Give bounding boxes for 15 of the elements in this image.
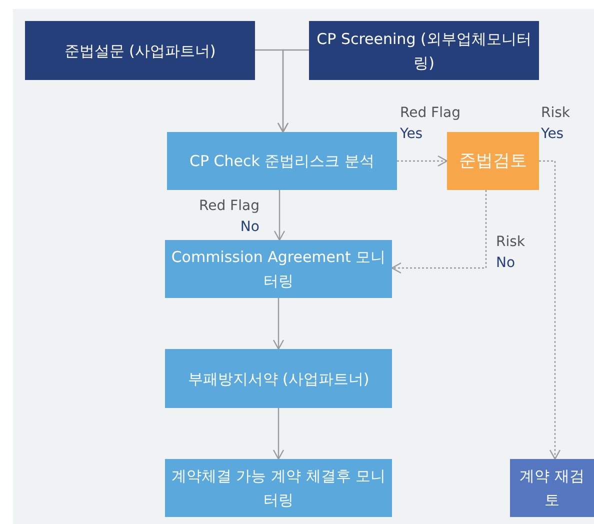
end-box: 계약 재검토 (510, 459, 594, 517)
arrow (272, 408, 284, 460)
review-box: 준법검토 (447, 132, 539, 190)
arrow (397, 155, 448, 167)
process-box: CP Check 준법리스크 분석 (167, 132, 397, 190)
process-box: 부패방지서약 (사업파트너) (165, 349, 392, 408)
arrow (277, 49, 309, 133)
arrow (272, 298, 284, 350)
arrow (391, 190, 487, 274)
start-box: CP Screening (외부업체모니터링) (309, 21, 539, 80)
arrow (274, 190, 286, 241)
process-box: 계약체결 가능 계약 체결후 모니터링 (165, 459, 392, 517)
start-box: 준법설문 (사업파트너) (25, 21, 255, 80)
process-box: Commission Agreement 모니터링 (165, 240, 392, 298)
arrow (539, 160, 561, 460)
